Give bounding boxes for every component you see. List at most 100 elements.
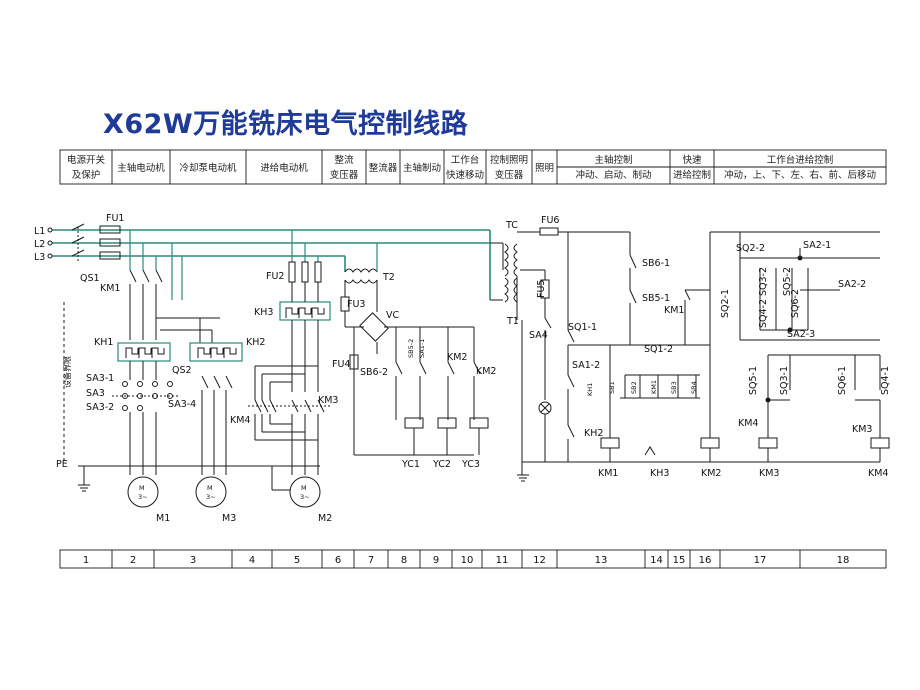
zone-number: 10: [461, 555, 474, 566]
header-cell-text: 进给控制: [673, 169, 711, 181]
zone-number: 17: [754, 555, 767, 566]
label-sb5-1: SB5-1: [642, 293, 670, 304]
zone-number: 16: [699, 555, 712, 566]
label-sq1-1: SQ1-1: [568, 322, 597, 333]
zone-number: 1: [83, 555, 89, 566]
label-kh2: KH2: [246, 337, 265, 348]
label-kh3-nc: KH3: [650, 468, 669, 479]
label-fu4: FU4: [332, 359, 350, 370]
label-sq1-2: SQ1-2: [644, 344, 673, 355]
zone-number: 15: [673, 555, 686, 566]
header-cell-text: 主轴控制: [594, 154, 632, 166]
label-kh2-nc: KH2: [584, 428, 603, 439]
control-transformer-section: [490, 227, 630, 482]
spindle-control: [560, 231, 880, 463]
label-km4-main: KM4: [230, 415, 250, 426]
header-cell-text: 电源开关: [67, 154, 106, 166]
label-sb6-2: SB6-2: [360, 367, 388, 378]
zone-number: 9: [433, 555, 439, 566]
header-table: 电源开关及保护主轴电动机冷却泵电动机进给电动机整流变压器整流器主轴制动工作台快速…: [59, 149, 887, 185]
label-yc3: YC3: [461, 459, 480, 470]
diagram-title: X62W万能铣床电气控制线路: [103, 109, 469, 140]
label-pe: PE: [56, 459, 68, 470]
header-cell-text: 工作台进给控制: [767, 154, 834, 166]
zone-number: 7: [368, 555, 374, 566]
coolant-motor-branch: [156, 243, 243, 508]
motor-m2-letter: M: [301, 484, 307, 492]
equipment-boundary-label: 设备界限: [62, 356, 72, 388]
label-kh1-nc: KH1: [586, 383, 594, 396]
motor-m2-phase: 3~: [300, 493, 310, 501]
zone-number: 4: [249, 555, 255, 566]
label-km3-main: KM3: [318, 395, 338, 406]
header-cell-text: 主轴电动机: [117, 162, 165, 174]
label-km2-rect-b: KM2: [476, 366, 496, 377]
header-cell-text: 变压器: [495, 169, 524, 181]
power-bus: [47, 223, 491, 300]
header-cell-text: 及保护: [72, 169, 101, 181]
label-sa4: SA4: [529, 330, 548, 341]
label-sa3-2: SA3-2: [86, 402, 114, 413]
label-m2: M2: [318, 513, 332, 524]
label-vc: VC: [386, 310, 399, 321]
label-sq3-1: SQ3-1: [779, 366, 790, 395]
label-fu2: FU2: [266, 271, 284, 282]
header-cell-text: 快速移动: [446, 169, 484, 181]
label-sb5-2: SB5-2: [407, 339, 415, 358]
label-fu6: FU6: [541, 215, 559, 226]
header-cell-text: 工作台: [451, 154, 480, 166]
label-yc1: YC1: [401, 459, 420, 470]
label-km2-rect-a: KM2: [447, 352, 467, 363]
header-cell-text: 进给电动机: [260, 162, 308, 174]
label-m3: M3: [222, 513, 236, 524]
label-sa2-2: SA2-2: [838, 279, 866, 290]
spindle-motor-branch: [112, 230, 180, 508]
label-km1-main: KM1: [100, 283, 120, 294]
motor-m1-phase: 3~: [138, 493, 148, 501]
label-l2: L2: [34, 239, 45, 250]
label-fu3: FU3: [347, 299, 365, 310]
zone-number: 14: [650, 555, 663, 566]
label-km4-interlock: KM4: [738, 418, 758, 429]
label-km2-coil: KM2: [701, 468, 721, 479]
feed-motor-branch: [248, 230, 331, 508]
label-km1-coil: KM1: [598, 468, 618, 479]
header-cell-text: 冲动、启动、制动: [575, 169, 651, 181]
header-cell-text: 整流器: [369, 162, 398, 174]
label-km4-coil: KM4: [868, 468, 888, 479]
label-sb6-1: SB6-1: [642, 258, 670, 269]
label-km3-coil: KM3: [759, 468, 779, 479]
zone-number: 11: [496, 555, 509, 566]
label-kh1: KH1: [94, 337, 113, 348]
label-tc: TC: [505, 220, 518, 231]
label-sq5-1: SQ5-1: [748, 366, 759, 395]
label-sb3: SB3: [670, 381, 678, 394]
label-sq3-2: SQ3-2: [758, 267, 769, 296]
label-sq6-2: SQ6-2: [790, 289, 801, 318]
label-qs2: QS2: [172, 365, 192, 376]
label-km1-aux: KM1: [650, 380, 658, 394]
header-cell-text: 冷却泵电动机: [179, 162, 237, 174]
feed-control: [739, 232, 890, 462]
zone-number: 12: [533, 555, 546, 566]
label-sa3-1: SA3-1: [86, 373, 114, 384]
label-sa2-1: SA2-1: [803, 240, 831, 251]
motor-m3-phase: 3~: [206, 493, 216, 501]
pe-ground: [78, 465, 320, 492]
label-fu1: FU1: [106, 213, 124, 224]
label-sb2: SB2: [630, 381, 638, 394]
label-sq4-1: SQ4-1: [880, 366, 891, 395]
label-sq5-2: SQ5-2: [782, 267, 793, 296]
label-t2: T2: [382, 272, 395, 283]
label-l3: L3: [34, 252, 45, 263]
label-km1-ctl: KM1: [664, 305, 684, 316]
zone-number: 18: [837, 555, 850, 566]
label-sb1: SB1: [608, 381, 616, 394]
zone-number: 3: [190, 555, 196, 566]
zone-number: 13: [595, 555, 608, 566]
label-fu5: FU5: [536, 280, 547, 298]
label-yc2: YC2: [432, 459, 451, 470]
header-cell-text: 整流: [334, 154, 354, 166]
